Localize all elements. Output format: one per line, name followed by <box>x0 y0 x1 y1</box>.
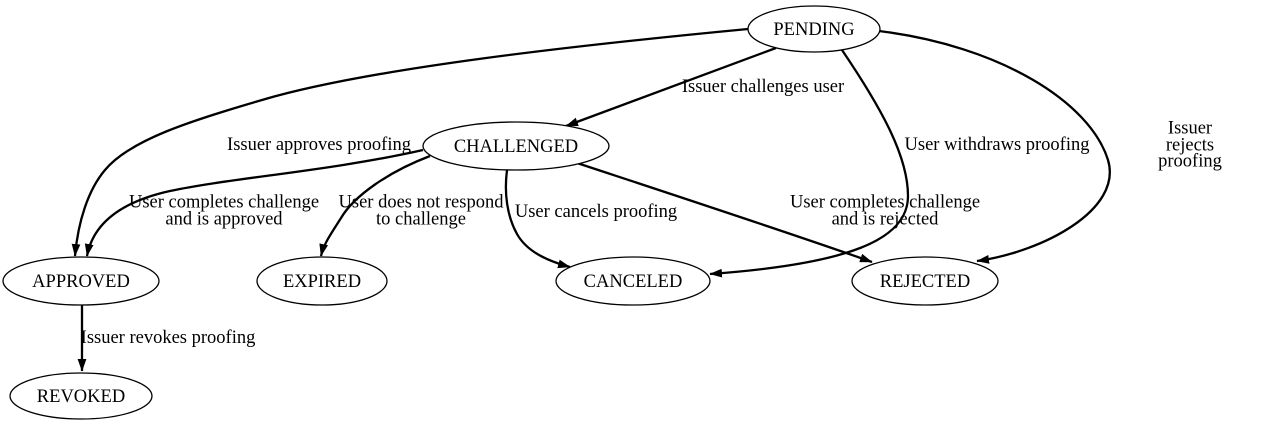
edge-pending-rejected <box>878 29 1111 264</box>
edge-pending-canceled <box>709 49 910 278</box>
state-revoked-ellipse <box>9 372 153 420</box>
state-pending-ellipse <box>747 5 881 53</box>
state-challenged-ellipse <box>422 121 610 171</box>
edge-pending-challenged <box>565 46 777 128</box>
state-rejected-ellipse <box>851 256 999 306</box>
state-approved-ellipse <box>2 256 160 306</box>
edge-pending-approved <box>71 27 749 257</box>
edge-challenged-expired <box>319 154 431 257</box>
state-expired-ellipse <box>256 256 388 306</box>
edge-challenged-rejected <box>576 161 873 264</box>
edge-challenged-canceled <box>504 169 571 269</box>
state-canceled-ellipse <box>555 256 711 306</box>
edge-challenged-approved <box>84 148 424 257</box>
